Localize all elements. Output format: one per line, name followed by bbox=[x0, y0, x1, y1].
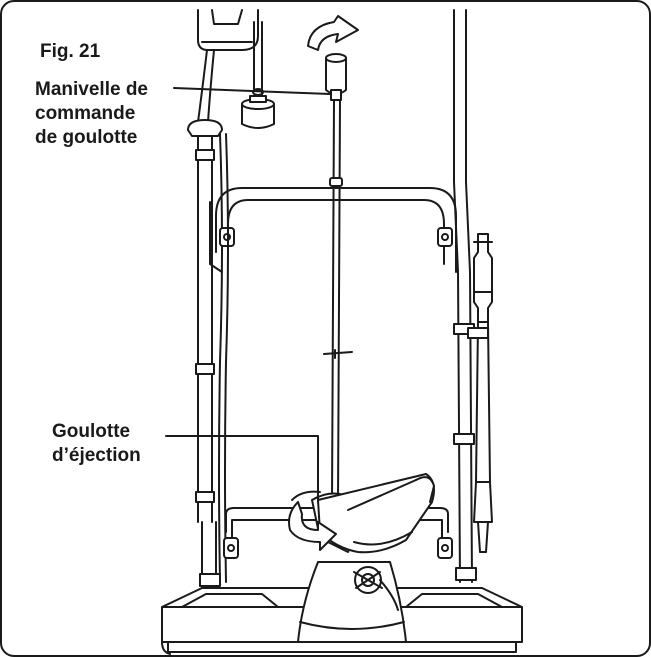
callout-line: commande bbox=[35, 103, 136, 124]
callout-line: d’éjection bbox=[52, 445, 141, 466]
curved-arrow-icon bbox=[307, 15, 359, 51]
upper-crossbar bbox=[215, 187, 457, 273]
crank-leader-line bbox=[173, 87, 331, 95]
cable-knob bbox=[241, 89, 275, 129]
callout-line: Goulotte bbox=[52, 421, 131, 442]
lower-frame bbox=[223, 507, 453, 559]
right-side-rod bbox=[467, 233, 493, 553]
chute-leader-line bbox=[165, 435, 319, 503]
chute-crank-callout: Manivelle de commande de goulotte bbox=[35, 78, 148, 150]
right-handle-tube bbox=[453, 9, 477, 583]
callout-line: Manivelle de bbox=[35, 79, 148, 100]
figure-number-label: Fig. 21 bbox=[40, 41, 101, 62]
chute-crank-rod bbox=[323, 53, 353, 503]
discharge-chute-callout: Goulotte d’éjection bbox=[52, 420, 141, 468]
left-handle-tube bbox=[187, 119, 229, 588]
callout-line: de goulotte bbox=[35, 127, 138, 148]
control-cable-housing bbox=[197, 9, 264, 123]
